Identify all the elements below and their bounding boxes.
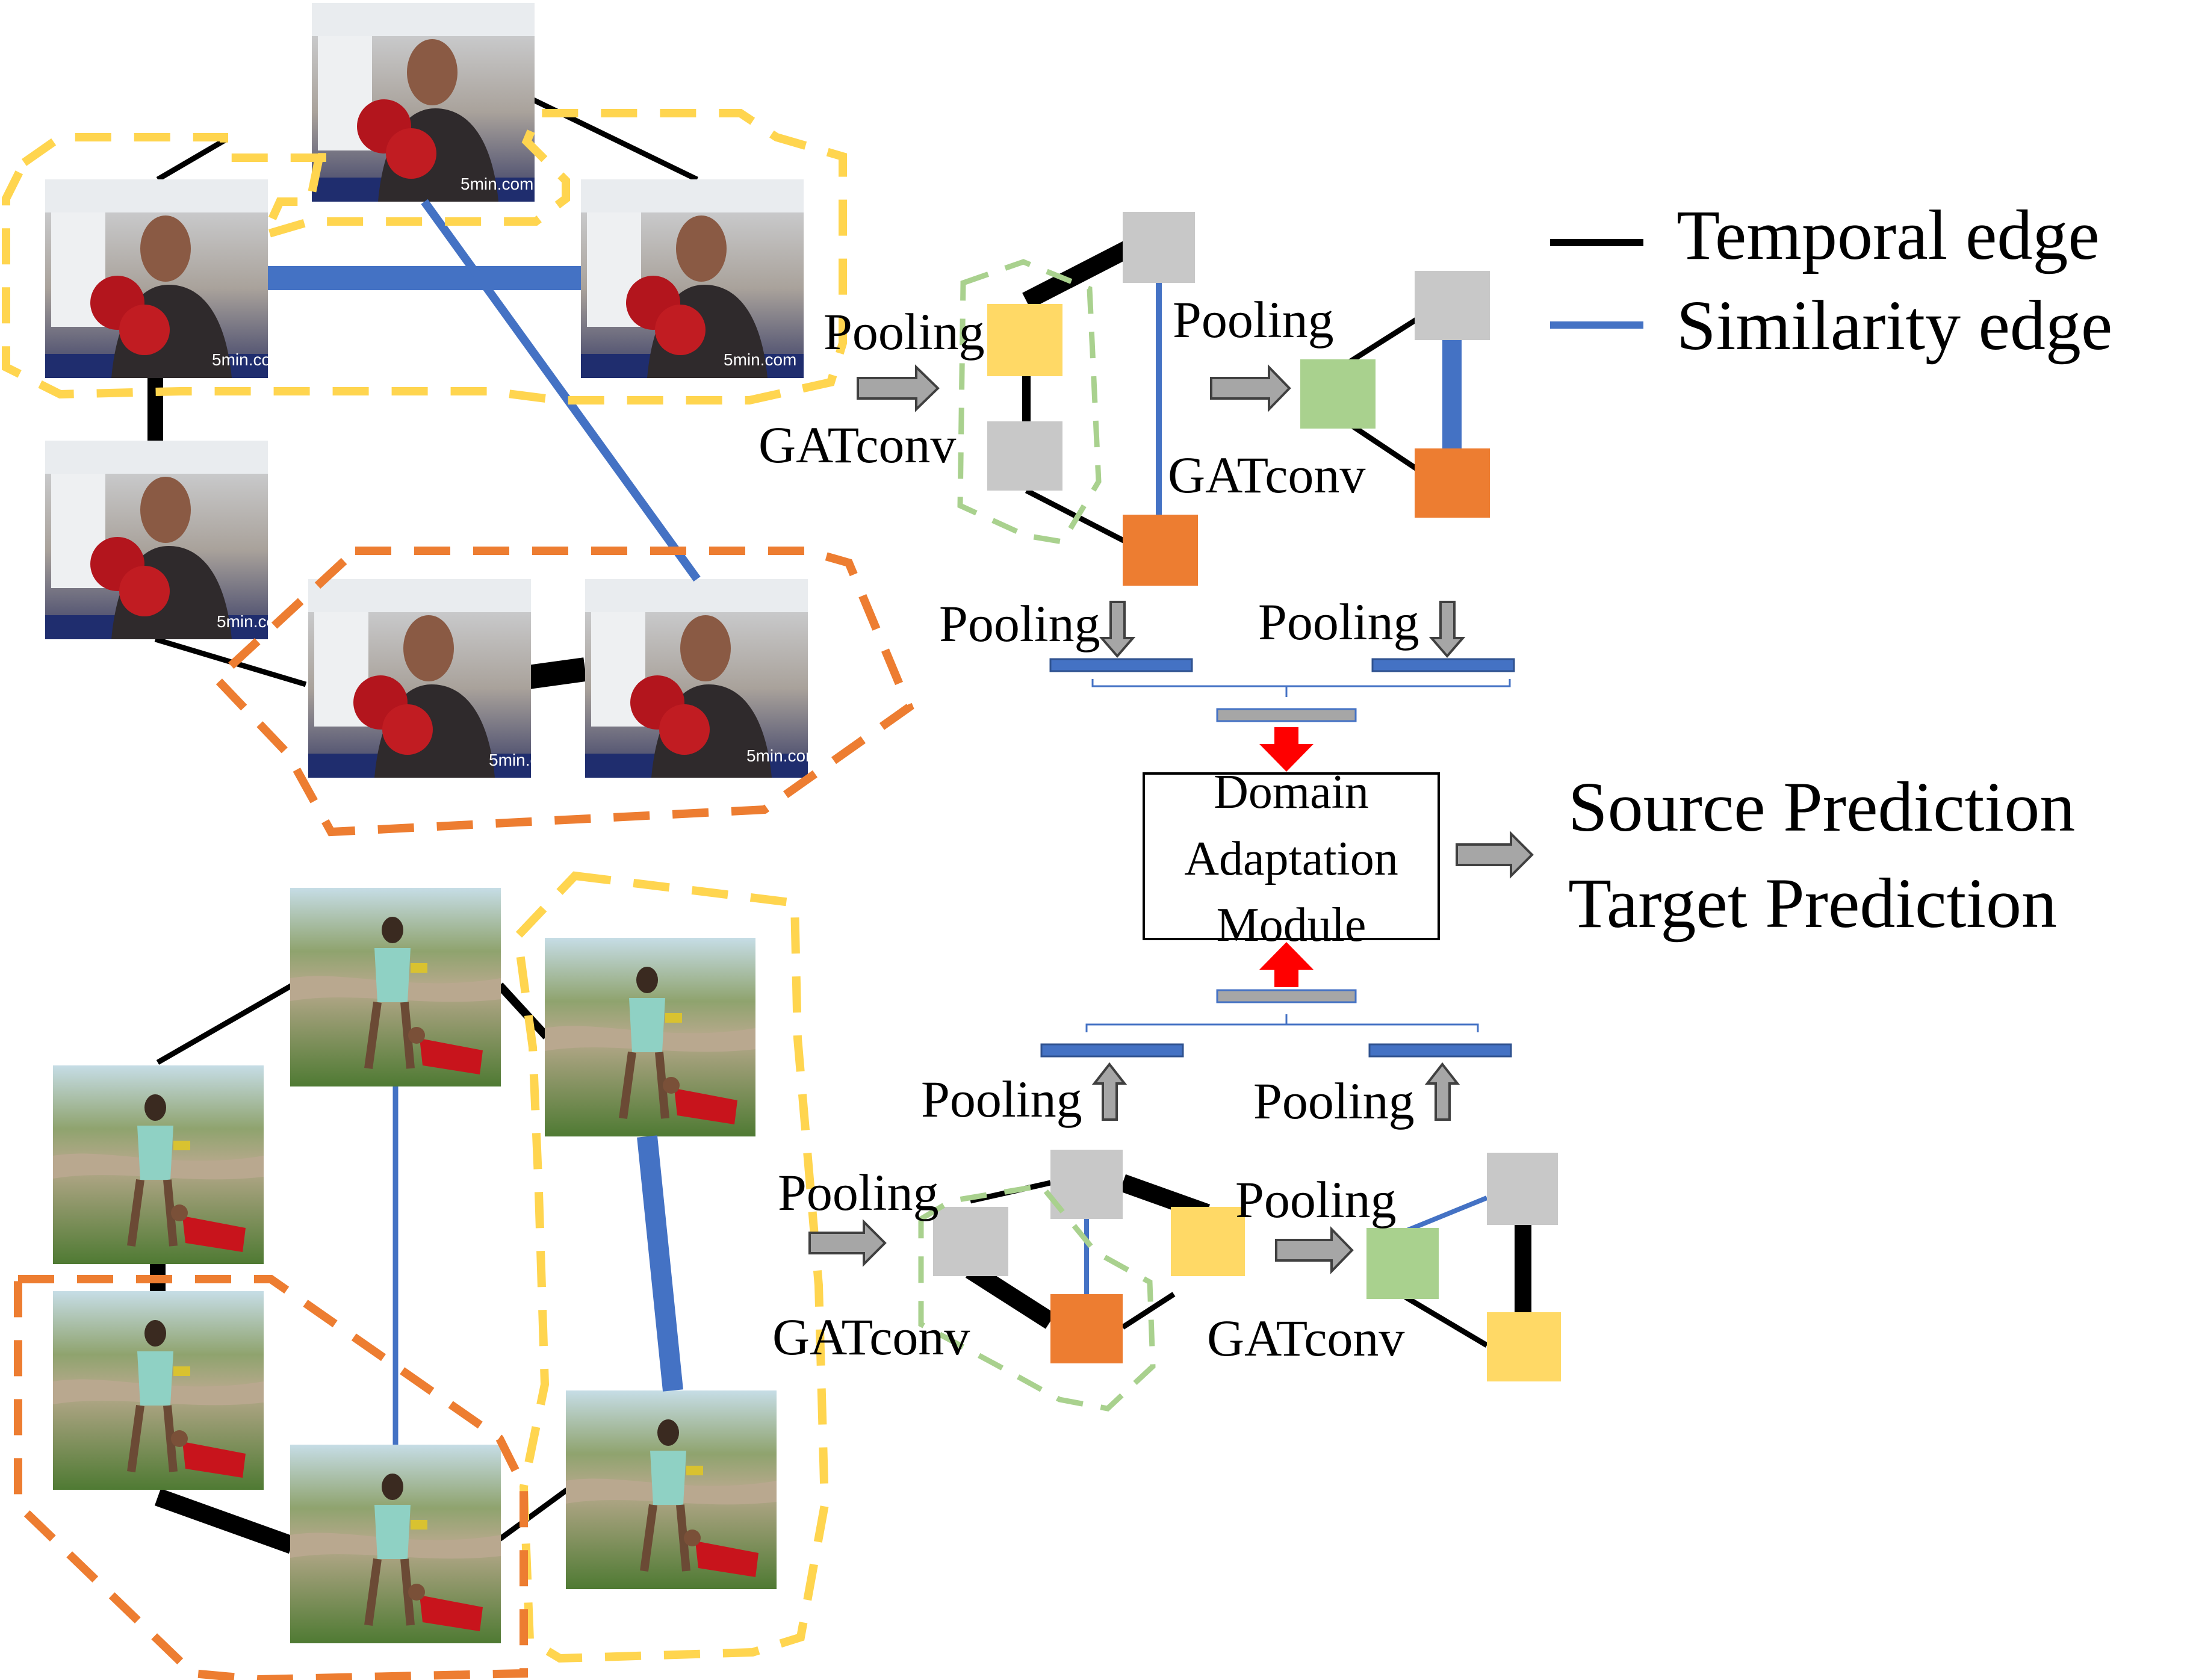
right-arrow <box>1275 1226 1354 1274</box>
node-orange <box>1415 448 1490 518</box>
node-gray <box>1487 1153 1558 1225</box>
node-gray <box>1415 271 1490 340</box>
temporal-edge <box>498 1487 569 1542</box>
feature-bar <box>1040 1043 1184 1058</box>
source-video-graph: 5min.com 5min.com 5min.com 5min.com 5min… <box>1 3 914 837</box>
video-frame <box>53 1291 264 1490</box>
node-gray <box>933 1207 1008 1276</box>
video-frame <box>312 3 535 202</box>
pooling-group-green <box>918 1183 1156 1412</box>
gatconv-label: GATconv <box>758 416 956 474</box>
node-gray <box>1123 212 1195 283</box>
feature-bar <box>1368 1043 1512 1058</box>
frame-watermark: 5min.com <box>212 350 285 369</box>
pooling-group-orange <box>211 547 914 837</box>
pooling-label: Pooling <box>1258 593 1419 651</box>
pooled-feature-bar <box>1216 708 1357 722</box>
gatconv-label: GATconv <box>1207 1309 1404 1367</box>
temporal-edge <box>527 657 587 689</box>
node-orange <box>1050 1294 1123 1363</box>
pooling-group-green <box>957 259 1102 545</box>
similarity-edge <box>637 1135 683 1392</box>
temporal-edge <box>965 1262 1056 1329</box>
pooling-label: Pooling <box>824 303 985 361</box>
node-yellow <box>987 304 1062 376</box>
video-frame <box>290 1445 501 1643</box>
pooling-label: Pooling <box>1173 291 1334 349</box>
target-pooled-graphs: Pooling Pooling Pooling GATconv Pooling <box>772 942 1561 1412</box>
pooling-label: Pooling <box>921 1070 1082 1128</box>
right-arrow <box>1210 364 1291 412</box>
down-arrow <box>1099 601 1136 659</box>
down-arrow <box>1428 601 1466 659</box>
pooling-group-yellow <box>513 871 830 1663</box>
gatconv-label: GATconv <box>772 1308 970 1366</box>
temporal-edge <box>156 983 294 1065</box>
frame-watermark: 5min.com <box>489 751 562 769</box>
pooling-group-orange <box>14 1275 528 1680</box>
video-frame <box>581 179 804 378</box>
similarity-edge <box>1404 1195 1488 1233</box>
red-down-arrow <box>1259 727 1314 772</box>
node-green <box>1366 1228 1439 1299</box>
video-frame <box>545 938 755 1136</box>
concat-bracket <box>1085 1014 1479 1032</box>
up-arrow <box>1091 1062 1128 1121</box>
pooling-group-yellow <box>1 109 847 405</box>
video-frame <box>566 1390 777 1589</box>
feature-bar <box>1049 658 1193 672</box>
module-label-line3: Module <box>1217 899 1366 952</box>
video-frame <box>45 441 268 639</box>
target-prediction-label: Target Prediction <box>1568 864 2057 943</box>
up-arrow <box>1424 1062 1460 1121</box>
frame-watermark: 5min.com <box>724 350 796 369</box>
source-pooled-graphs: Pooling GATconv Pooling GATconv Pooling … <box>758 212 1515 772</box>
node-gray <box>987 421 1062 491</box>
video-frame <box>53 1065 264 1264</box>
node-orange <box>1123 515 1198 586</box>
node-yellow <box>1487 1312 1561 1381</box>
module-label-line2: Adaptation <box>1184 832 1398 885</box>
pooling-label: Pooling <box>778 1164 939 1221</box>
module-label-line1: Domain <box>1214 766 1369 819</box>
temporal-edge <box>156 137 228 182</box>
video-frame <box>290 888 501 1086</box>
feature-bar <box>1371 658 1515 672</box>
domain-adaptation-module: Domain Adaptation Module <box>1143 766 1440 952</box>
right-arrow <box>1456 831 1534 879</box>
frame-watermark: 5min.com <box>746 746 819 765</box>
source-prediction-label: Source Prediction <box>1568 767 2075 846</box>
legend: Temporal edge Similarity edge <box>1550 196 2112 365</box>
legend-similarity-label: Similarity edge <box>1677 286 2112 365</box>
right-arrow <box>857 364 940 412</box>
pooled-feature-bar <box>1216 989 1357 1003</box>
node-yellow <box>1171 1207 1245 1276</box>
target-video-graph <box>14 871 830 1680</box>
temporal-edge <box>154 1488 296 1554</box>
red-up-arrow <box>1259 942 1314 987</box>
temporal-edge <box>496 982 550 1040</box>
concat-bracket <box>1091 679 1511 697</box>
gatconv-label: GATconv <box>1168 446 1365 504</box>
video-frame <box>45 179 268 378</box>
temporal-edge <box>1121 1292 1176 1330</box>
temporal-edge <box>1022 238 1136 309</box>
pooling-label: Pooling <box>1253 1072 1415 1130</box>
pooling-label: Pooling <box>939 595 1100 652</box>
similarity-edge <box>421 199 701 582</box>
pooling-label: Pooling <box>1235 1171 1397 1229</box>
node-green <box>1300 359 1376 429</box>
temporal-edge <box>1404 1295 1489 1348</box>
right-arrow <box>808 1219 887 1267</box>
legend-temporal-label: Temporal edge <box>1677 196 2100 274</box>
video-frame <box>308 579 531 778</box>
frame-watermark: 5min.com <box>461 175 533 193</box>
